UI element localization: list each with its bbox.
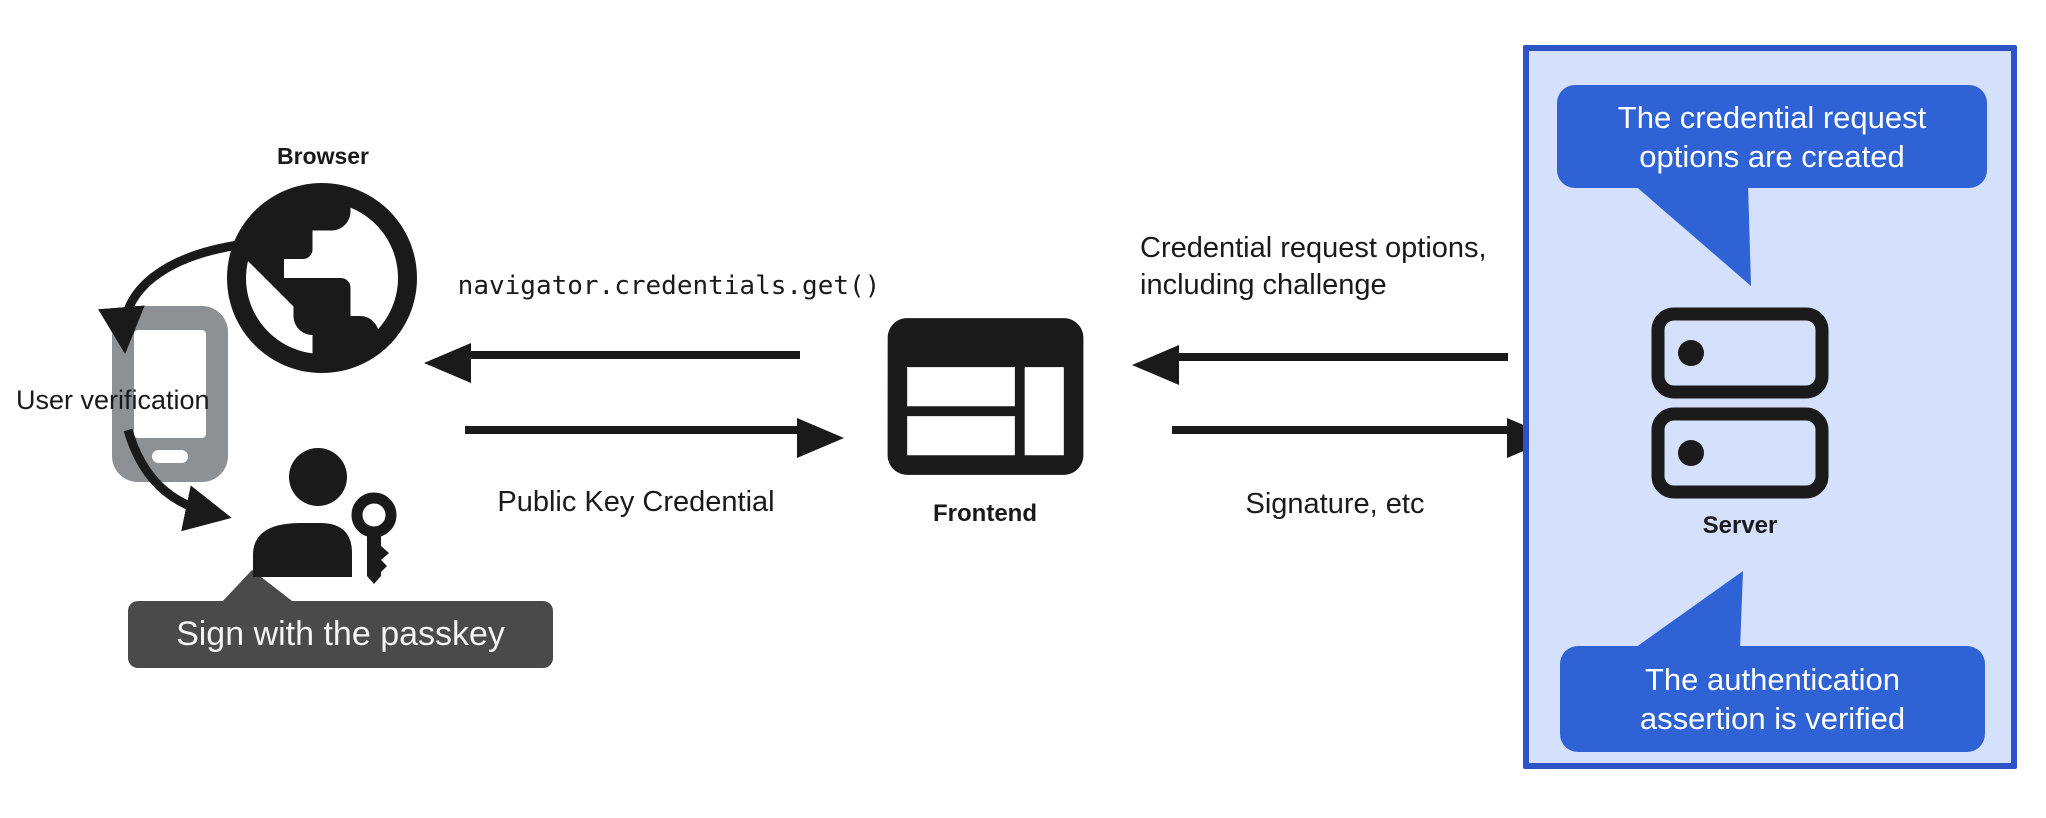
- arrow-browser-to-frontend: [465, 418, 844, 458]
- callout-request-created-text: The credential request options are creat…: [1617, 99, 1927, 174]
- arrowhead-right-icon: [797, 418, 844, 458]
- passkey-tooltip: Sign with the passkey: [128, 601, 553, 668]
- credential-request-label: Credential request options, including ch…: [1140, 232, 1487, 301]
- arrow-frontend-to-server: [1172, 418, 1554, 458]
- callout-bottom-tail: [1632, 571, 1743, 650]
- user-verification-flow-arrows: [98, 239, 246, 532]
- frontend-label: Frontend: [933, 500, 1037, 527]
- curved-arrow-browser-to-phone: [98, 239, 246, 354]
- browser-label: Browser: [276, 143, 370, 169]
- arrowhead-left-icon: [424, 343, 471, 383]
- passkey-tooltip-text: Sign with the passkey: [176, 615, 505, 653]
- arrowhead-left-icon: [1132, 345, 1179, 385]
- user-verification-label: User verification: [16, 385, 210, 415]
- callout-top-tail: [1632, 183, 1751, 286]
- browser-window-icon: [887, 318, 1084, 475]
- arrow-server-to-frontend: [1132, 345, 1508, 385]
- server-label: Server: [1702, 512, 1778, 539]
- person-with-key-icon: [253, 448, 397, 584]
- callout-request-created: The credential request options are creat…: [1557, 85, 1987, 188]
- callout-assertion-verified-text: The authentication assertion is verified: [1639, 662, 1906, 736]
- server-stack-icon: [1651, 307, 1829, 499]
- globe-icon: [227, 183, 417, 373]
- get-call-text: navigator.credentials.get(): [457, 271, 881, 301]
- callout-tails: [1632, 183, 1751, 650]
- curved-arrow-phone-to-user: [123, 428, 232, 532]
- arrow-frontend-to-browser: [424, 343, 800, 383]
- signature-label: Signature, etc: [1245, 488, 1425, 520]
- public-key-credential-label: Public Key Credential: [497, 486, 775, 518]
- callout-assertion-verified: The authentication assertion is verified: [1560, 646, 1985, 752]
